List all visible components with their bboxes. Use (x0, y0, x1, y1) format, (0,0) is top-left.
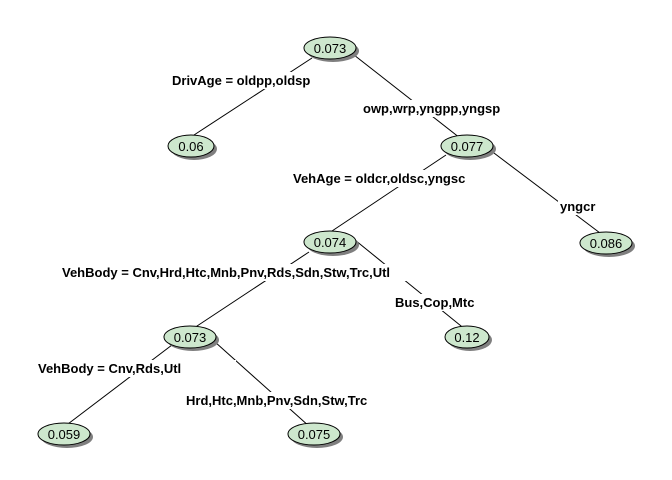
edge-body-main-to-body-cnv (63, 344, 173, 428)
split-label-vehbody-main: VehBody = Cnv,Hrd,Htc,Mnb,Pnv,Rds,Sdn,St… (62, 265, 390, 280)
edge-driv-other-to-vehage-old (325, 154, 447, 236)
node-value-root: 0.073 (314, 41, 347, 56)
split-label-vehage-yngcr: yngcr (560, 199, 595, 214)
tree-node-vehbody-hrd: 0.075 (287, 422, 343, 448)
split-label-vehbody-cnv: VehBody = Cnv,Rds,Utl (38, 361, 181, 376)
node-value-vehbody-bus: 0.12 (454, 330, 479, 345)
split-label-vehbody-bus: Bus,Cop,Mtc (395, 295, 474, 310)
tree-node-vehbody-main: 0.073 (163, 325, 219, 351)
tree-node-vehage-old: 0.074 (303, 230, 359, 256)
tree-node-vehbody-cnv: 0.059 (37, 422, 93, 448)
tree-node-vehage-yngcr: 0.086 (579, 231, 635, 257)
split-labels: DrivAge = oldpp,oldsp owp,wrp,yngpp,yngs… (36, 72, 602, 409)
edge-root-to-driv-other (353, 54, 461, 139)
node-value-vehbody-cnv: 0.059 (48, 427, 81, 442)
node-value-drivage-old: 0.06 (178, 139, 203, 154)
tree-node-vehbody-bus: 0.12 (444, 325, 492, 351)
split-label-vehbody-hrd: Hrd,Htc,Mnb,Pnv,Sdn,Stw,Trc (186, 393, 367, 408)
node-value-vehage-yngcr: 0.086 (590, 236, 623, 251)
node-value-vehbody-main: 0.073 (174, 330, 207, 345)
node-value-vehage-old: 0.074 (314, 235, 347, 250)
node-value-vehbody-hrd: 0.075 (298, 427, 331, 442)
node-value-drivage-other: 0.077 (451, 139, 484, 154)
edge-driv-other-to-vehage-yngcr (489, 149, 605, 237)
tree-node-drivage-other: 0.077 (440, 134, 496, 160)
edge-body-main-to-body-hrd (214, 341, 311, 428)
edge-root-to-driv-old (193, 57, 313, 136)
split-label-drivage-other: owp,wrp,yngpp,yngsp (363, 101, 500, 116)
edge-vehage-old-to-body-main (190, 251, 310, 331)
tree-node-root: 0.073 (303, 36, 359, 62)
split-label-vehage-old: VehAge = oldcr,oldsc,yngsc (293, 171, 465, 186)
tree-node-drivage-old: 0.06 (167, 134, 217, 160)
edge-vehage-old-to-body-bus (349, 235, 467, 331)
split-label-drivage-old: DrivAge = oldpp,oldsp (172, 73, 310, 88)
